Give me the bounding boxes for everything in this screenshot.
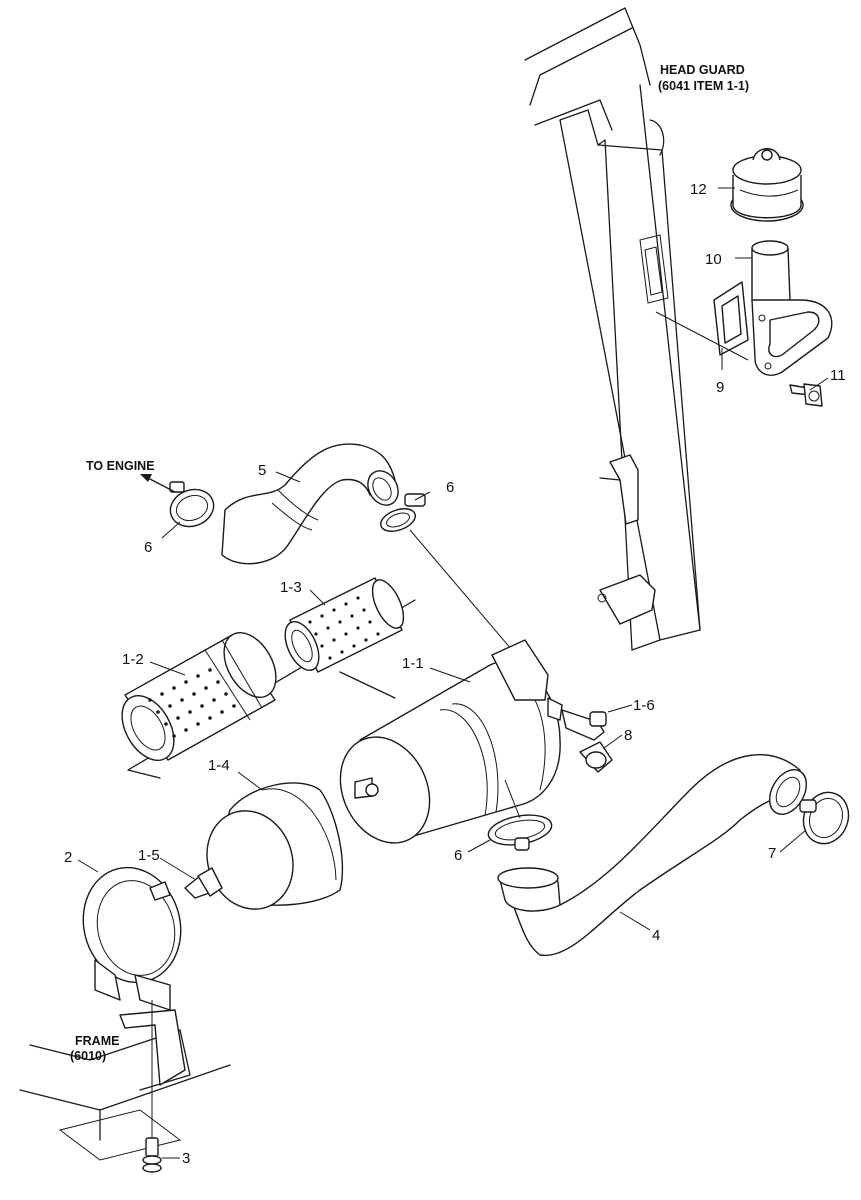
vacuator-valve bbox=[561, 709, 607, 741]
filter-element-outer bbox=[121, 632, 277, 761]
to-engine-label: TO ENGINE bbox=[86, 459, 155, 473]
clamp-lower-line bbox=[504, 779, 521, 819]
callout-1-6: 1-6 bbox=[633, 697, 655, 714]
frame-label: FRAME bbox=[75, 1034, 119, 1048]
intake-hose-upper bbox=[221, 443, 399, 565]
head-guard-label: HEAD GUARD bbox=[660, 63, 745, 77]
callout-2: 2 bbox=[64, 849, 72, 866]
air-cleaner-body bbox=[339, 639, 563, 844]
callout-6-engine: 6 bbox=[144, 539, 152, 556]
callout-4: 4 bbox=[652, 927, 660, 944]
clamp-to-cleaner-line bbox=[409, 529, 513, 651]
hose-clamp-7 bbox=[799, 791, 850, 845]
to-engine-arrow bbox=[140, 474, 176, 493]
gasket bbox=[713, 281, 749, 356]
frame-structure bbox=[19, 1009, 231, 1161]
dust-valve bbox=[184, 867, 223, 899]
callout-3: 3 bbox=[182, 1150, 190, 1167]
filter-cover bbox=[206, 782, 344, 910]
intake-hose-lower bbox=[497, 754, 808, 957]
pre-cleaner-mount-line bbox=[655, 311, 749, 361]
callout-8: 8 bbox=[624, 727, 632, 744]
callout-1-4: 1-4 bbox=[208, 757, 230, 774]
bolt-3 bbox=[142, 1137, 162, 1173]
leader-lines bbox=[77, 187, 829, 1159]
callout-6-lower: 6 bbox=[454, 847, 462, 864]
pre-cleaner-cap bbox=[730, 148, 804, 222]
mounting-band bbox=[82, 866, 182, 1011]
callout-7: 7 bbox=[768, 845, 776, 862]
filter-element-inner bbox=[284, 577, 405, 673]
callout-12: 12 bbox=[690, 181, 707, 198]
head-guard-structure bbox=[524, 7, 701, 651]
callout-1-2: 1-2 bbox=[122, 651, 144, 668]
callout-6-upper: 6 bbox=[446, 479, 454, 496]
callout-5: 5 bbox=[258, 462, 266, 479]
callout-1-1: 1-1 bbox=[402, 655, 424, 672]
hose-clamp-to-engine bbox=[169, 481, 215, 528]
bolt-11 bbox=[789, 383, 823, 407]
callout-11: 11 bbox=[830, 367, 846, 384]
head-guard-ref: (6041 ITEM 1-1) bbox=[658, 79, 749, 93]
callout-10: 10 bbox=[705, 251, 722, 268]
filter-perforations bbox=[148, 596, 380, 738]
pre-cleaner-duct bbox=[751, 299, 833, 376]
indicator-8 bbox=[579, 741, 613, 773]
hose-clamp-lower bbox=[487, 814, 553, 851]
callout-9: 9 bbox=[716, 379, 724, 396]
callout-1-5: 1-5 bbox=[138, 847, 160, 864]
frame-ref: (6010) bbox=[70, 1049, 106, 1063]
callout-1-3: 1-3 bbox=[280, 579, 302, 596]
